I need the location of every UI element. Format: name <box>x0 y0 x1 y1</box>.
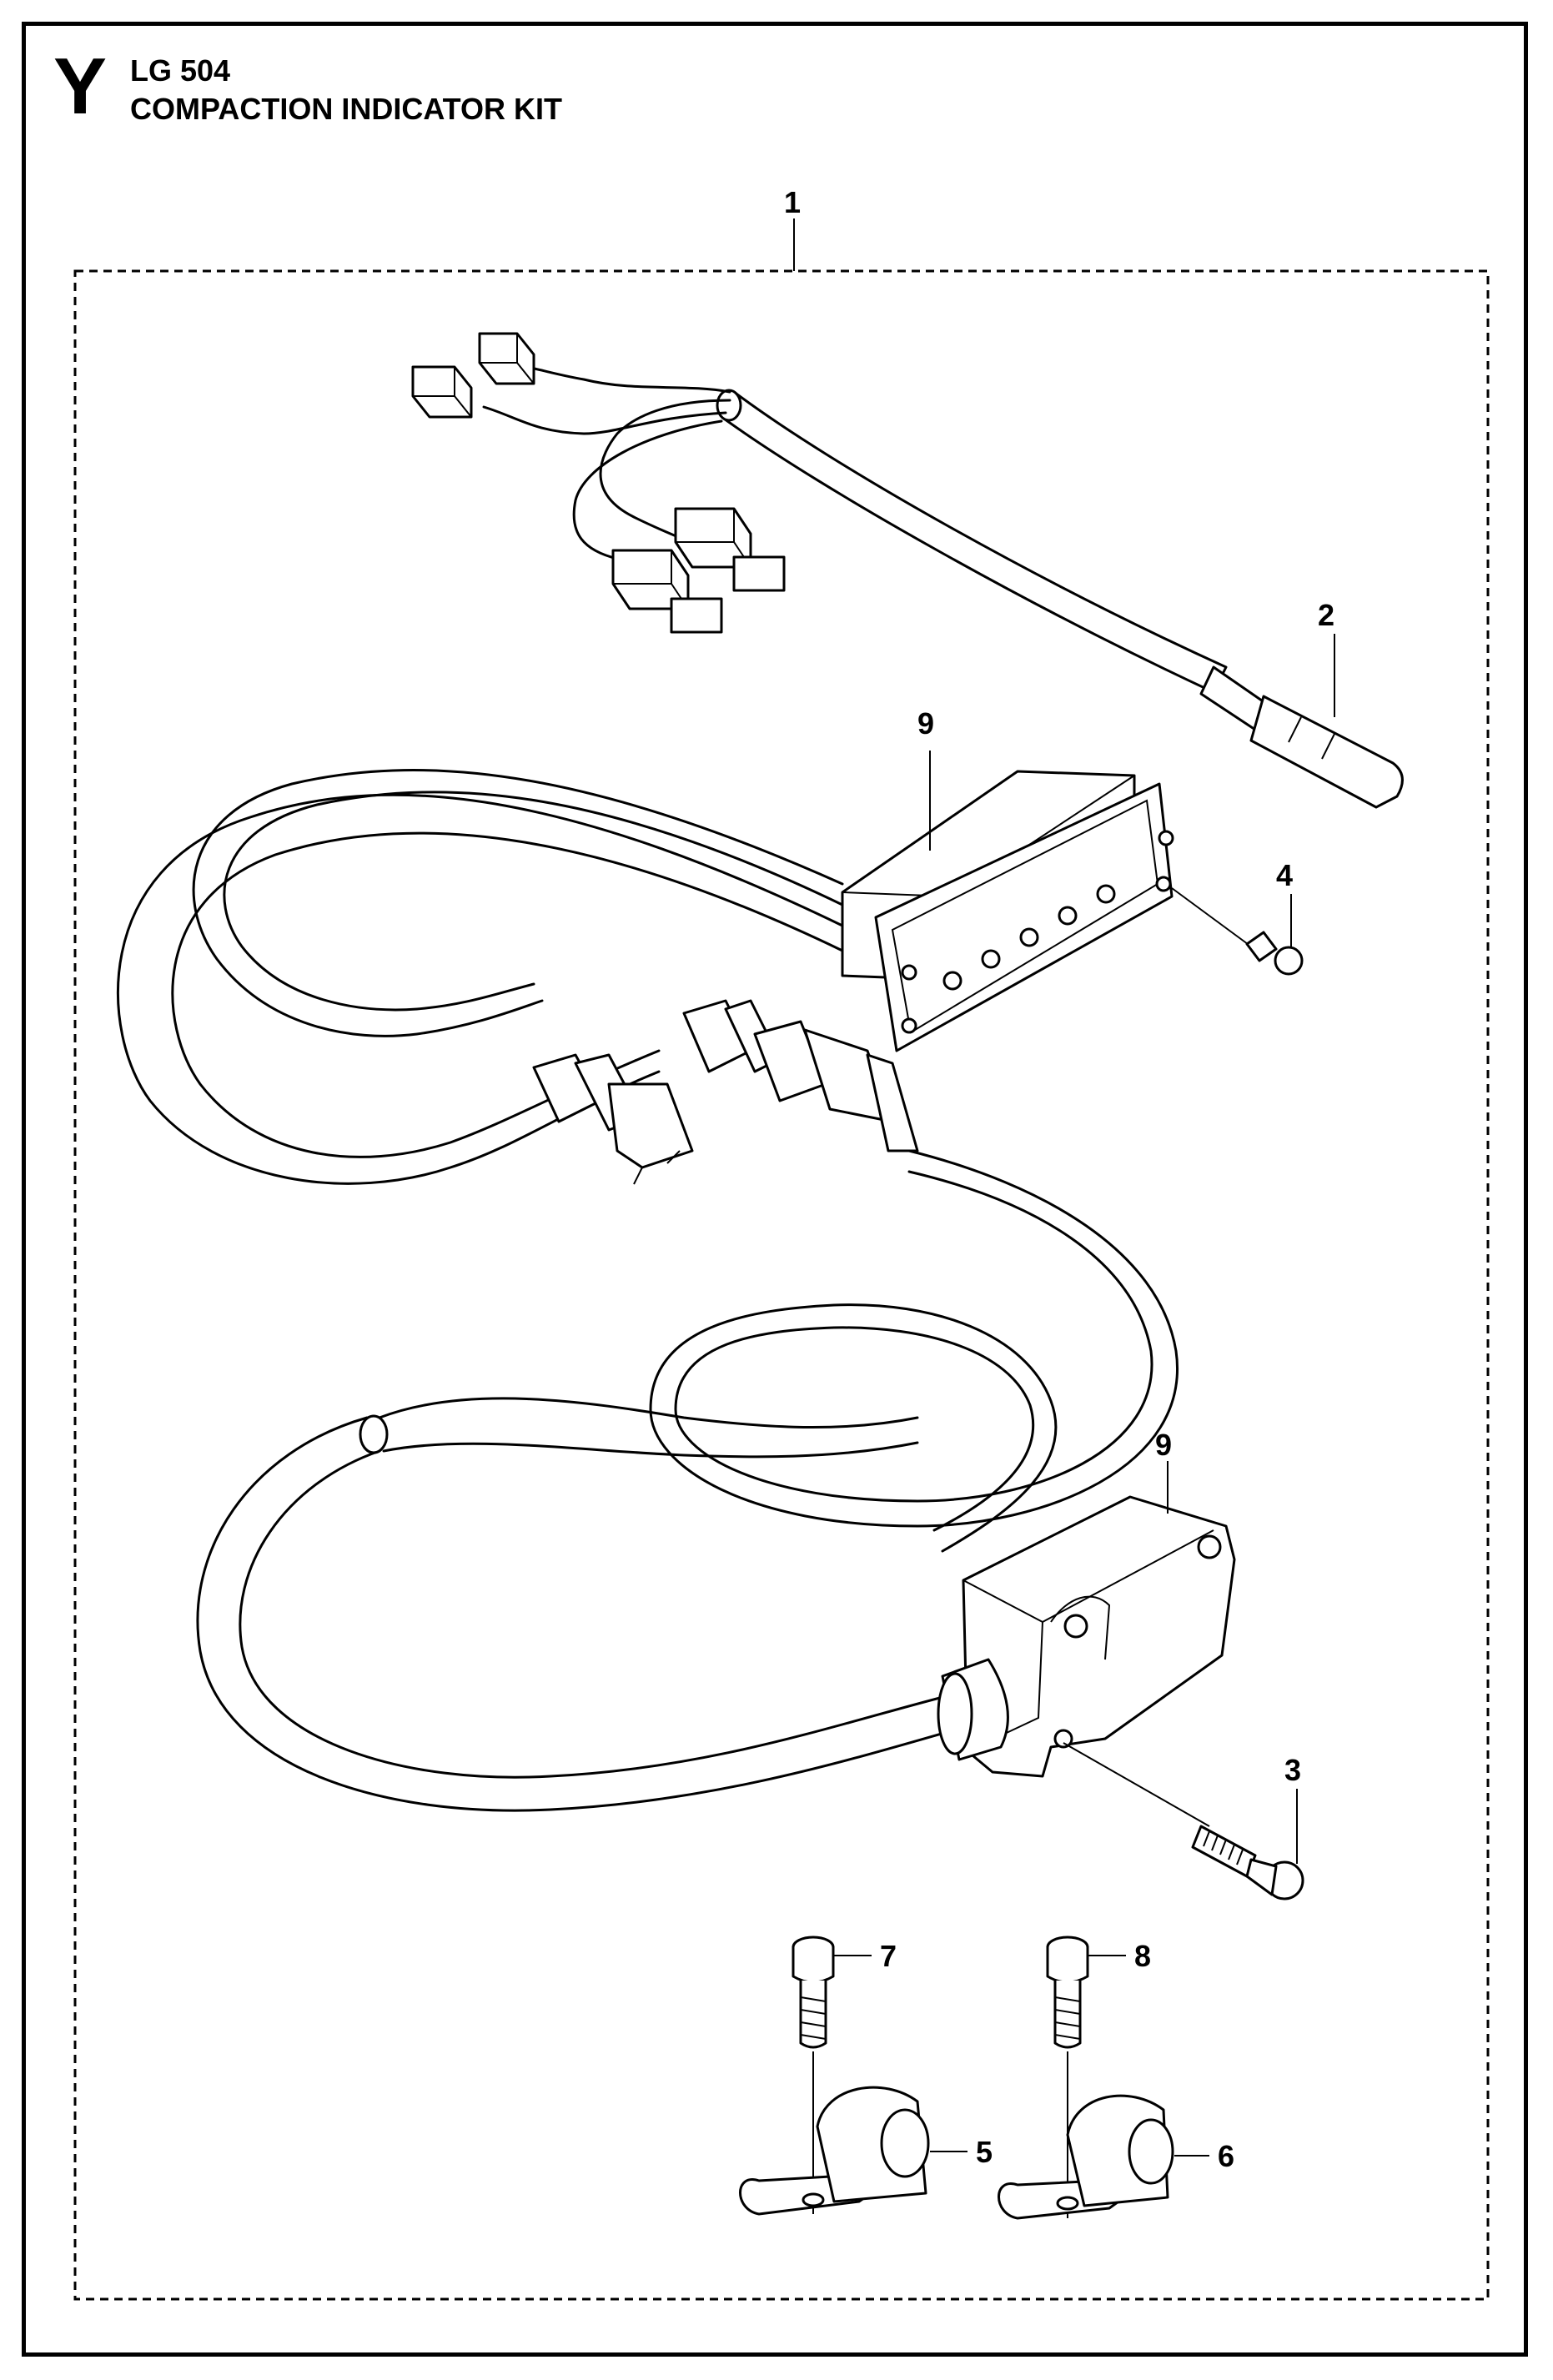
clamp-screw-a <box>792 1936 835 2214</box>
clamp-b <box>998 2094 1174 2220</box>
model-name: LG 504 <box>130 53 231 88</box>
callout-panel-screw: 4 <box>1276 858 1293 892</box>
callout-clamp-screw-b: 8 <box>1134 1939 1151 1973</box>
callout-sensor-screw: 3 <box>1284 1753 1301 1787</box>
drawing-frame <box>22 22 1528 2357</box>
page-title: COMPACTION INDICATOR KIT <box>130 92 562 126</box>
section-letter: Y <box>53 42 108 131</box>
callout-indicator-panel: 9 <box>917 706 934 741</box>
harness-plug-1 <box>478 332 535 385</box>
inline-connector-plug <box>532 1053 694 1185</box>
sensor-screw <box>1063 1742 1304 1900</box>
title-block: LG 504 COMPACTION INDICATOR KIT <box>130 52 562 128</box>
wiring-harness <box>411 332 1404 809</box>
harness-plug-2 <box>411 365 473 419</box>
inline-connector-main <box>682 999 919 1152</box>
callout-kit: 1 <box>784 185 801 219</box>
sensor-block <box>937 1495 1236 1778</box>
indicator-panel <box>841 770 1174 1052</box>
kit-boundary <box>73 269 1490 2301</box>
callout-clamp-screw-a: 7 <box>880 1939 897 1973</box>
callout-clamp-b: 6 <box>1218 2139 1234 2173</box>
clamp-a <box>739 2086 930 2216</box>
callout-sensor: 9 <box>1155 1428 1172 1462</box>
callout-clamp-a: 5 <box>976 2135 993 2169</box>
callout-harness: 2 <box>1318 598 1334 632</box>
panel-screw <box>1171 887 1304 976</box>
harness-socket-2 <box>611 549 723 634</box>
harness-socket-1 <box>674 507 786 592</box>
